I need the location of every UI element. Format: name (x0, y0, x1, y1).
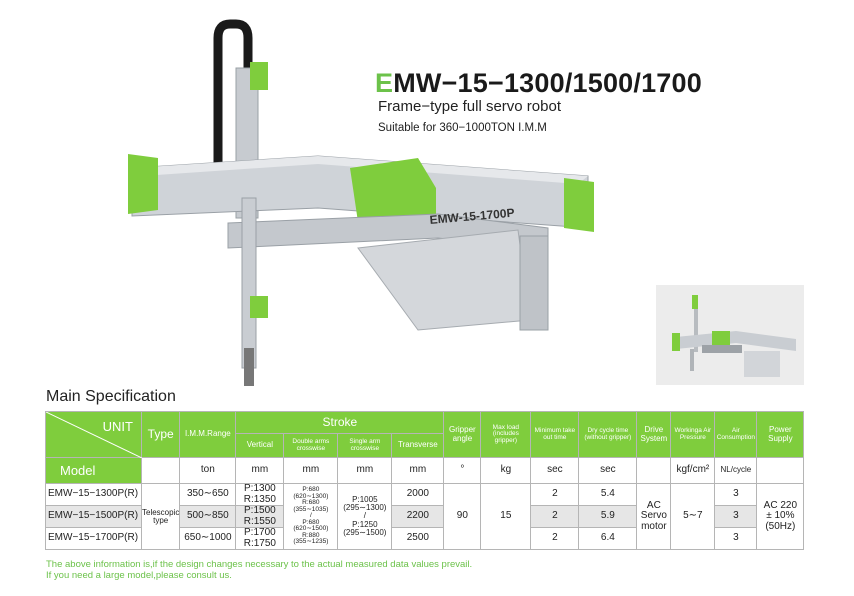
table-row: EMW−15−1700P(R) 650∼1000 P:1700 R:1750 2… (45, 527, 804, 550)
thumbnail-image (656, 285, 804, 385)
unit-model-header-cell: UNIT (45, 411, 142, 458)
double-arms-cell: P:680 (620∼1300) R:680 (355∼1035) / P:68… (283, 483, 339, 550)
air-consumption-cell: 3 (714, 505, 758, 528)
drive-system-cell: AC Servo motor (636, 483, 672, 550)
title-rest: MW−15−1300/1500/1700 (393, 68, 702, 98)
table-row: EMW−15−1300P(R) Telescopic type 350∼650 … (45, 483, 805, 550)
model-cell: EMW−15−1700P(R) (45, 527, 142, 550)
air-consumption-unit: NL/cycle (714, 457, 758, 484)
min-take-out-header: Minimum take out time (530, 411, 580, 458)
model-header: Model (45, 457, 142, 484)
dry-cycle-header: Dry cycle time (without gripper) (578, 411, 638, 458)
footnote-2: If you need a large model,please consult… (46, 570, 232, 581)
table-row: EMW−15−1500P(R) 500∼850 P:1500 R:1550 22… (45, 505, 804, 528)
drive-system-unit (636, 457, 672, 484)
gripper-angle-unit: ° (443, 457, 482, 484)
min-take-out-cell: 2 (530, 505, 580, 528)
dry-cycle-cell: 6.4 (578, 527, 638, 550)
gripper-angle-cell: 90 (443, 483, 482, 550)
range-cell: 500∼850 (179, 505, 237, 528)
range-cell: 350∼650 (179, 483, 237, 506)
product-title: EMW−15−1300/1500/1700 (375, 68, 702, 99)
type-header: Type (140, 411, 181, 458)
model-cell: EMW−15−1500P(R) (45, 505, 142, 528)
power-supply-header: Power Supply (756, 411, 805, 458)
dry-cycle-unit: sec (578, 457, 638, 484)
range-cell: 650∼1000 (179, 527, 237, 550)
power-supply-unit (756, 457, 805, 484)
vertical-cell: P:1300 R:1350 (235, 483, 285, 506)
type-unit (140, 457, 181, 484)
robot-image: EMW-15-1700P (118, 18, 598, 390)
dry-cycle-cell: 5.4 (578, 483, 638, 506)
double-arms-header: Double arms crosswise (283, 433, 339, 458)
product-subtitle: Frame−type full servo robot (378, 98, 561, 115)
transverse-cell: 2000 (391, 483, 445, 506)
single-arm-cell: P:1005 (295∼1300) / P:1250 (295∼1500) (337, 483, 393, 550)
transverse-cell: 2200 (391, 505, 445, 528)
gripper-angle-header: Gripper angle (443, 411, 482, 458)
transverse-header: Transverse (391, 433, 445, 458)
working-air-cell: 5∼7 (670, 483, 716, 550)
stroke-header: Stroke (235, 411, 445, 434)
max-load-cell: 15 (480, 483, 532, 550)
type-cell: Telescopic type (140, 483, 181, 550)
dry-cycle-cell: 5.9 (578, 505, 638, 528)
air-consumption-cell: 3 (714, 483, 758, 506)
working-air-unit: kgf/cm² (670, 457, 716, 484)
title-first-letter: E (375, 68, 394, 98)
min-take-out-cell: 2 (530, 483, 580, 506)
footnote-1: The above information is,if the design c… (46, 559, 473, 570)
power-supply-cell: AC 220 ± 10% (50Hz) (756, 483, 805, 550)
single-arm-unit: mm (337, 457, 393, 484)
min-take-out-cell: 2 (530, 527, 580, 550)
imm-range-header: I.M.M.Range (179, 411, 237, 458)
unit-header: UNIT (102, 419, 133, 434)
model-cell: EMW−15−1300P(R) (45, 483, 142, 506)
vertical-cell: P:1500 R:1550 (235, 505, 285, 528)
min-take-out-unit: sec (530, 457, 580, 484)
vertical-cell: P:1700 R:1750 (235, 527, 285, 550)
max-load-unit: kg (480, 457, 532, 484)
vertical-unit: mm (235, 457, 285, 484)
suitable-text: Suitable for 360−1000TON I.M.M (378, 122, 547, 134)
max-load-header: Max load (includes gripper) (480, 411, 532, 458)
imm-range-unit: ton (179, 457, 237, 484)
spec-table: UNIT Type I.M.M.Range Stroke Gripper ang… (45, 411, 805, 550)
transverse-cell: 2500 (391, 527, 445, 550)
transverse-unit: mm (391, 457, 445, 484)
air-consumption-header: Air Consumption (714, 411, 758, 458)
working-air-header: Workinga Air Pressure (670, 411, 716, 458)
double-arms-unit: mm (283, 457, 339, 484)
air-consumption-cell: 3 (714, 527, 758, 550)
drive-system-header: Drive System (636, 411, 672, 458)
vertical-header: Vertical (235, 433, 285, 458)
single-arm-header: Single arm crosswise (337, 433, 393, 458)
spec-heading: Main Specification (46, 388, 176, 405)
